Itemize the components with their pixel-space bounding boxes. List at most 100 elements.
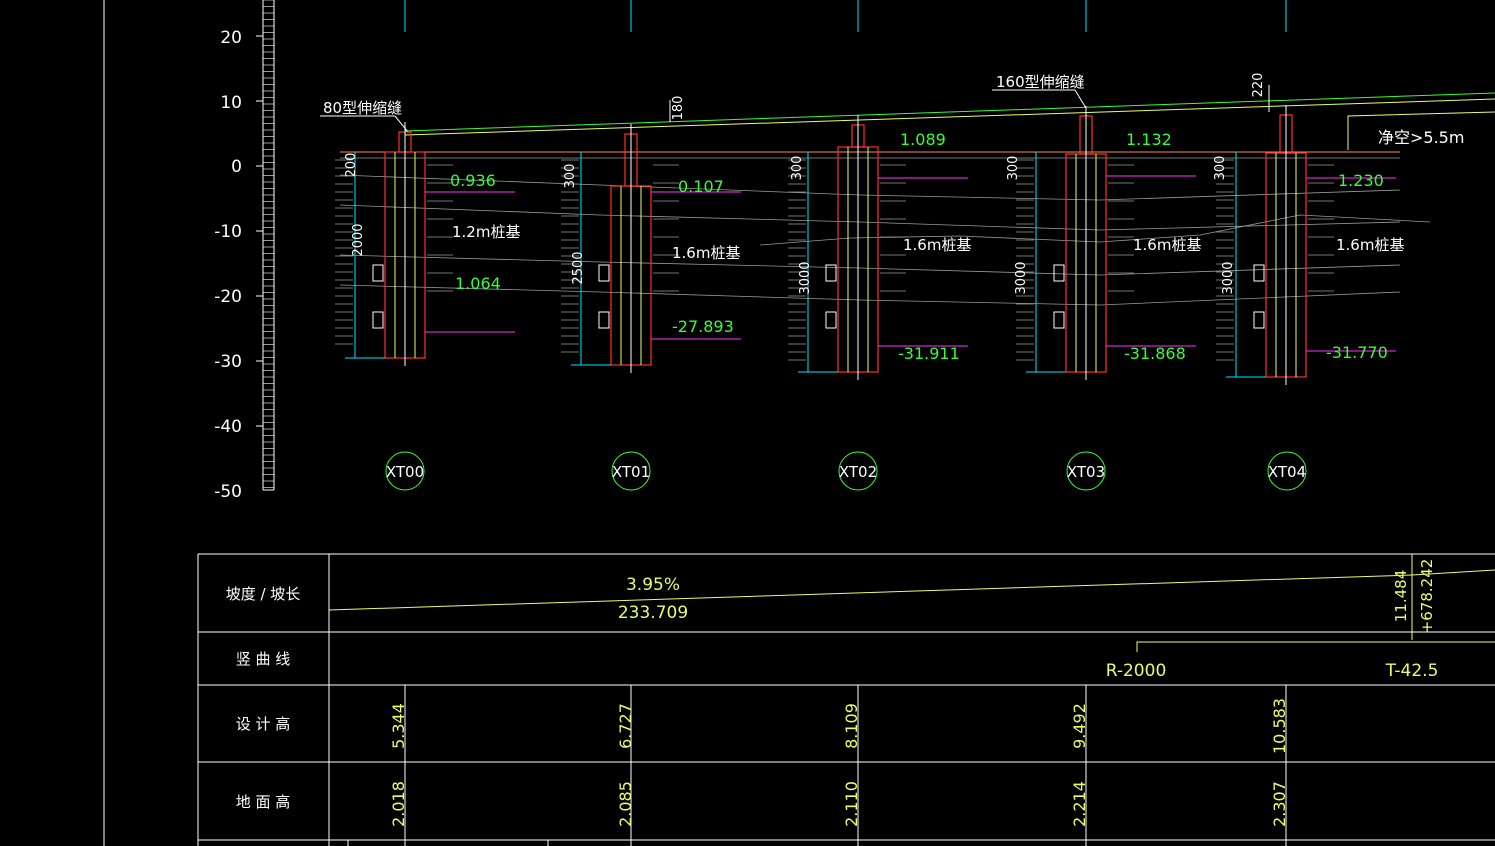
design-elev: 9.492 [1070,703,1089,749]
pier-id-circle [611,451,651,491]
ground-elev: 2.214 [1070,781,1089,827]
soil-symbol [1053,264,1065,282]
pier-bottom-elev: -31.911 [898,344,960,363]
pier-XT01 [561,124,741,373]
deck-bottom-line [404,98,1495,136]
design-elev: 8.109 [842,703,861,749]
pier-pile-label: 1.6m桩基 [1336,236,1404,254]
pier-dim-body: 3000 [1014,261,1029,294]
pier-bottom-elev: -31.868 [1124,344,1186,363]
pier-dim-top: 300 [563,164,578,189]
scale-label: -30 [214,352,242,372]
pier-dim-body: 3000 [798,261,813,294]
pier-cap-elev: 1.132 [1126,130,1172,149]
vcurve-tangent: T-42.5 [1385,661,1439,681]
pier-cap-elev: 0.936 [450,171,496,190]
soil-symbol [825,264,837,282]
row-label: 地 面 高 [236,793,291,811]
expansion-joints: 80型伸缩缝 160型伸缩缝 [320,73,1087,133]
pier-pile-label: 1.6m桩基 [672,244,740,262]
pier-cap-elev: 0.107 [678,177,724,196]
scale-label: 10 [220,93,242,113]
ground-elev: 2.085 [616,781,635,827]
pier-labels: 0.936 1.2m桩基 1.064 200 2000 0.107 1.6m桩基… [344,130,1404,363]
pier-dim-top: 200 [344,153,359,178]
pier-id-circle [838,451,878,491]
slope-length: 233.709 [618,603,688,623]
clearance-label: 净空>5.5m [1378,128,1464,147]
soil-symbol [598,264,610,282]
joint-label-160: 160型伸缩缝 [996,73,1085,91]
stratum-lens [759,214,1431,246]
deck-top-line [404,92,1495,132]
stratum-line [339,284,1401,306]
pier-XT03 [1016,106,1196,380]
slope-grade: 3.95% [626,575,680,595]
pier-XT04 [1216,105,1396,385]
slope-line [328,574,1413,611]
soil-symbol [1253,264,1265,282]
vcurve-line [1136,641,1495,652]
joint-leader [394,115,409,133]
piers [335,105,1396,385]
bridge-deck [340,92,1495,159]
scale-ticks [256,0,274,488]
joint-leader [1074,89,1087,109]
pier-dim-body: 3000 [1221,261,1236,294]
soil-symbol [598,311,610,329]
soil-symbol [1253,311,1265,329]
stratum-line [339,174,1401,201]
vcurve-radius: R-2000 [1106,661,1167,681]
pier-id-circle [1267,451,1307,491]
top-dim: 180 [671,96,686,121]
scale-label: -40 [214,417,242,437]
design-elev: 10.583 [1270,698,1289,754]
pier-id: XT04 [1268,463,1306,481]
slope-end-a: 11.484 [1392,570,1410,623]
pier-dim-top: 300 [1006,156,1021,181]
scale-label: -10 [214,222,242,242]
scale-label: -20 [214,287,242,307]
clearance-note: 净空>5.5m [1347,111,1495,150]
pier-pile-label: 1.6m桩基 [1133,236,1201,254]
scale-label: -50 [214,482,242,502]
pier-id: XT00 [386,463,424,481]
row-label: 设 计 高 [236,715,291,733]
pier-XT02 [788,115,968,380]
pier-dim-body: 2000 [351,223,366,256]
soil-symbol [1053,311,1065,329]
soil-symbol [825,311,837,329]
pier-dim-top: 300 [1213,156,1228,181]
scale-label: 0 [231,157,242,177]
top-dim: 220 [1251,73,1266,98]
ground-elev: 2.307 [1270,781,1289,827]
clearance-box [1347,111,1495,150]
pier-cap-elev: 1.230 [1338,171,1384,190]
pier-axis-lines [404,0,1287,32]
pier-id-circle [385,451,425,491]
pier-cap-elev: 1.089 [900,130,946,149]
design-elev: 6.727 [616,703,635,749]
pier-bottom-elev: -31.770 [1326,343,1388,362]
pier-id: XT02 [839,463,877,481]
pier-pile-label: 1.6m桩基 [903,236,971,254]
pier-dim-body: 2500 [571,251,586,284]
slope-end-b: +678.242 [1418,559,1436,634]
ground-elev: 2.018 [389,781,408,827]
slope-line [1411,569,1495,576]
pier-id-markers: XT00 XT01 XT02 XT03 XT04 [385,451,1307,491]
pier-bottom-elev: -27.893 [672,317,734,336]
soil-strata [339,174,1431,306]
ground-elev: 2.110 [842,781,861,827]
design-elev: 5.344 [389,703,408,749]
pier-XT00 [335,122,515,366]
elevation-scale: 20 10 0 -10 -20 -30 -40 -50 [214,0,275,502]
stratum-line [339,254,1401,276]
soil-symbol [372,311,384,329]
scale-label: 20 [220,28,242,48]
pier-id-circle [1066,451,1106,491]
table-columns [404,685,1287,846]
row-label: 竖 曲 线 [236,650,291,668]
pier-dim-top: 300 [790,156,805,181]
